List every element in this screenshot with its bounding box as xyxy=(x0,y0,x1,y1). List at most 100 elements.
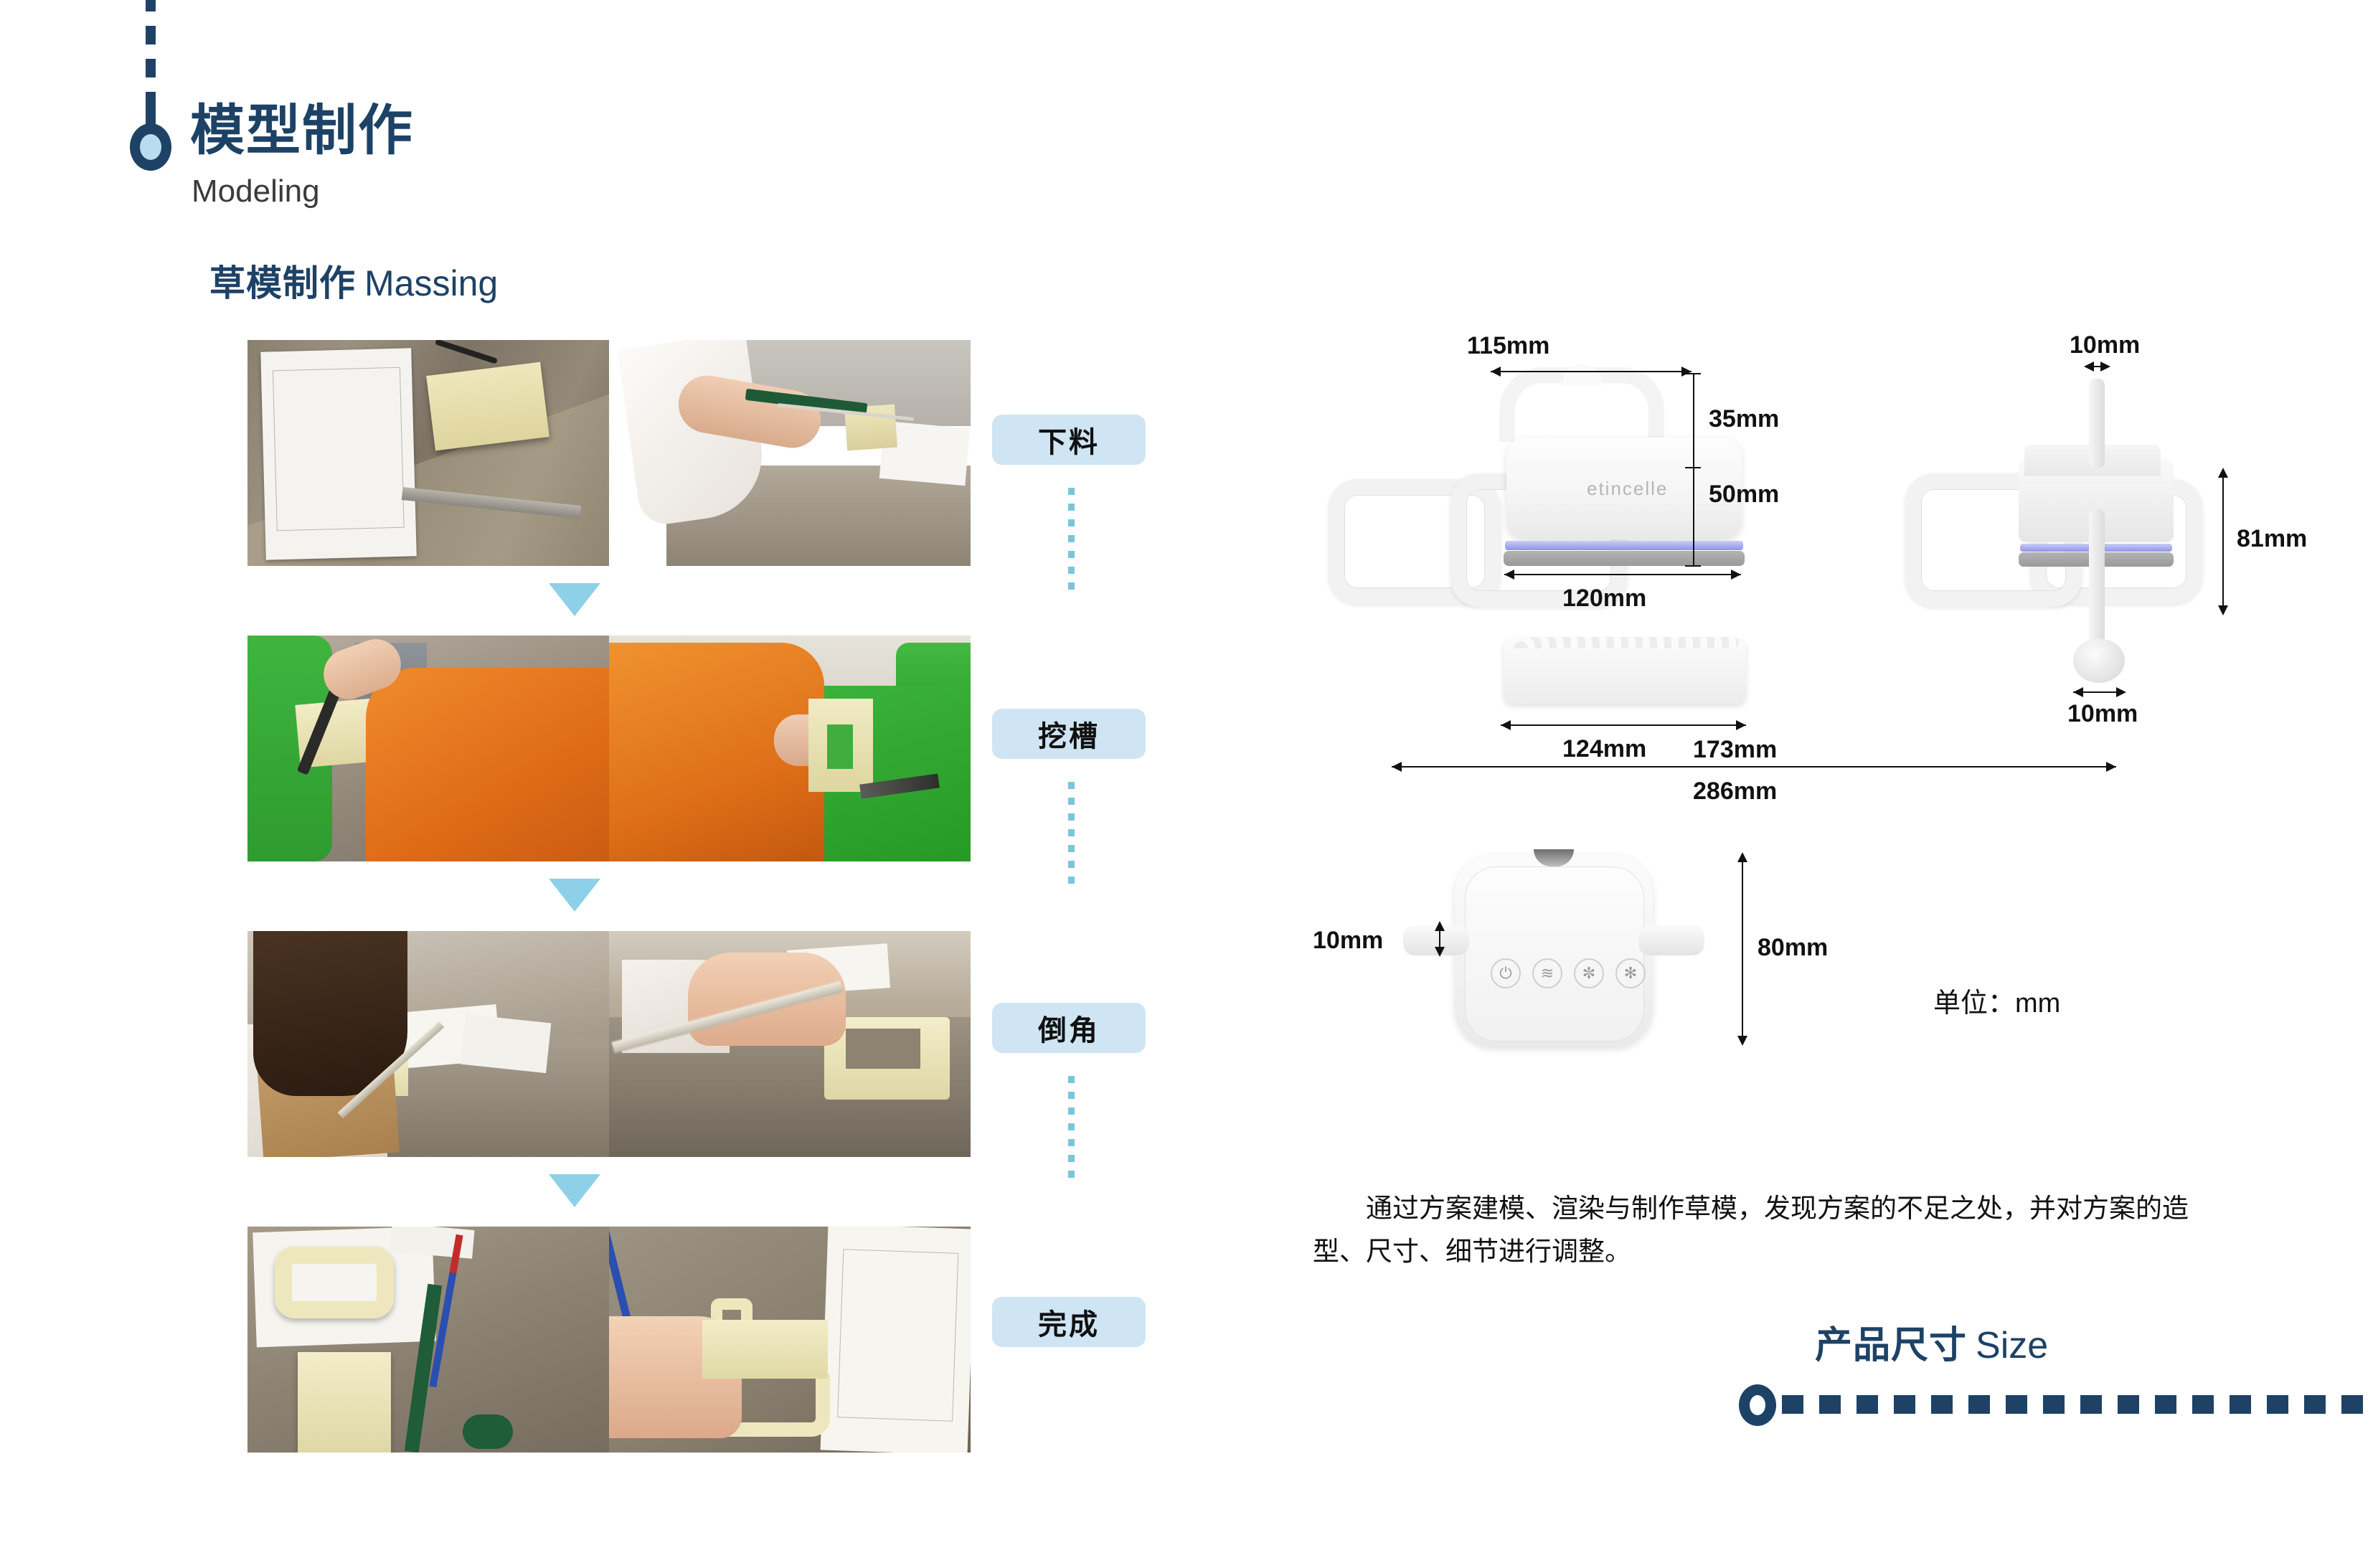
dim-arrow-right xyxy=(1731,570,1741,580)
dim-173mm-line xyxy=(1392,766,2116,768)
roller-ridges xyxy=(1509,637,1739,648)
process-photo-grid xyxy=(247,340,971,1453)
page-title: 模型制作 xyxy=(190,100,414,161)
dim-35mm-line xyxy=(1693,373,1694,468)
caption-paragraph: 通过方案建模、渲染与制作草模，发现方案的不足之处，并对方案的造型、尺寸、细节进行… xyxy=(1313,1194,2189,1266)
side-top-blade xyxy=(2089,379,2105,468)
photo-cell xyxy=(609,340,971,566)
blue-light-strip xyxy=(1505,541,1743,550)
section-heading-en: Massing xyxy=(364,263,499,303)
photo-row xyxy=(247,636,971,861)
power-glyph: ⏻ xyxy=(1499,964,1512,982)
fan-glyph: ✼ xyxy=(1582,964,1596,982)
dim-50mm-label: 50mm xyxy=(1709,481,1780,508)
dim-81mm-label: 81mm xyxy=(2237,525,2308,552)
bottom-right-stub xyxy=(1638,925,1704,955)
photo-cell xyxy=(247,1227,609,1453)
process-step-2[interactable]: 挖槽 xyxy=(992,709,1146,759)
photo-cell xyxy=(609,1227,971,1453)
side-bottom-rod xyxy=(2089,509,2105,656)
dim-35mm-label: 35mm xyxy=(1709,405,1780,433)
dim-arrow-left xyxy=(2084,362,2094,372)
dim-arrow-left xyxy=(1501,720,1511,730)
product-dimension-drawing: etincelle 115mm 35mm 50mm 120mm 81mm xyxy=(1263,331,2307,1047)
arrow-row xyxy=(247,566,971,636)
photo-cell xyxy=(609,931,971,1157)
dim-arrow-up xyxy=(2218,468,2228,478)
footer-ring-icon xyxy=(1739,1384,1776,1426)
dim-arrow-right xyxy=(2106,762,2116,772)
step-connector xyxy=(1068,1076,1075,1179)
step-connector xyxy=(1068,488,1075,591)
photo-cell xyxy=(247,340,609,566)
photo-row xyxy=(247,340,971,566)
dim-arrow-up xyxy=(1737,852,1747,862)
arrow-row xyxy=(247,1157,971,1227)
dim-side-top-10mm-line xyxy=(2089,366,2106,367)
dim-side-bot-10mm-line xyxy=(2073,691,2125,693)
dim-bottom-10mm-label: 10mm xyxy=(1313,927,1384,954)
waves-glyph: ≋ xyxy=(1540,964,1555,982)
dim-81mm-line xyxy=(2222,472,2224,614)
steam-waves-icon[interactable]: ≋ xyxy=(1532,958,1562,988)
dim-side-bot-10mm-label: 10mm xyxy=(2067,700,2138,727)
fan-icon[interactable]: ✼ xyxy=(1574,958,1604,988)
dim-arrow-down xyxy=(1435,947,1445,957)
photo-row xyxy=(247,931,971,1157)
down-arrow-icon xyxy=(549,879,600,912)
process-step-3[interactable]: 倒角 xyxy=(992,1003,1146,1053)
arrow-row xyxy=(247,861,971,931)
side-foot-disc xyxy=(2073,638,2125,683)
photo-row xyxy=(247,1227,971,1453)
dim-arrow-down xyxy=(1737,1036,1747,1046)
dim-286mm-label: 286mm xyxy=(1693,778,1778,805)
dim-side-top-10mm-label: 10mm xyxy=(2070,331,2141,359)
unit-base-plate xyxy=(1504,551,1745,566)
photo-cell xyxy=(609,636,971,861)
dim-arrow-down xyxy=(2218,605,2228,615)
snowflake-icon[interactable]: ✻ xyxy=(1615,958,1646,988)
brand-label: etincelle xyxy=(1587,478,1669,499)
section-heading-cn: 草模制作 xyxy=(209,263,356,303)
dim-115mm-line xyxy=(1491,371,1692,372)
top-dashed-line xyxy=(146,0,156,111)
main-unit-body xyxy=(1506,438,1742,539)
dim-arrow-right xyxy=(2116,687,2126,697)
bullet-ring-icon xyxy=(130,123,171,171)
dim-124mm-line xyxy=(1501,724,1746,726)
unit-note: 单位：mm xyxy=(1933,988,2061,1019)
dim-115mm-label: 115mm xyxy=(1467,332,1550,359)
dim-80mm-label: 80mm xyxy=(1758,934,1829,961)
dim-arrow-left xyxy=(1491,367,1501,377)
dim-arrow-left xyxy=(1504,570,1514,580)
dim-arrow-left xyxy=(2073,687,2083,697)
snowflake-glyph: ✻ xyxy=(1623,964,1638,982)
dim-124mm-label: 124mm xyxy=(1562,735,1647,762)
photo-cell xyxy=(247,636,609,861)
bottom-view-face xyxy=(1465,866,1644,1042)
down-arrow-icon xyxy=(549,583,600,616)
process-step-1[interactable]: 下料 xyxy=(992,415,1146,465)
dim-tick xyxy=(1685,467,1701,468)
dim-arrow-left xyxy=(1392,762,1402,772)
dim-173mm-label: 173mm xyxy=(1693,736,1778,763)
roller-grip xyxy=(1504,638,1746,704)
dim-120mm-line xyxy=(1504,574,1741,575)
dim-tick xyxy=(1685,565,1701,567)
footer-heading-cn: 产品尺寸 xyxy=(1815,1325,1968,1366)
footer-heading-en: Size xyxy=(1976,1325,2049,1366)
dim-bottom-10mm-line xyxy=(1439,925,1440,955)
dim-arrow-right xyxy=(1681,367,1692,377)
power-icon[interactable]: ⏻ xyxy=(1491,958,1521,988)
dim-arrow-right xyxy=(2100,362,2110,372)
dim-tick xyxy=(1685,373,1701,374)
footer-dashed-line xyxy=(1782,1395,2373,1414)
photo-cell xyxy=(247,931,609,1157)
step-connector xyxy=(1068,782,1075,885)
process-step-4[interactable]: 完成 xyxy=(992,1297,1146,1347)
down-arrow-icon xyxy=(549,1174,600,1207)
dim-50mm-line xyxy=(1693,468,1694,566)
